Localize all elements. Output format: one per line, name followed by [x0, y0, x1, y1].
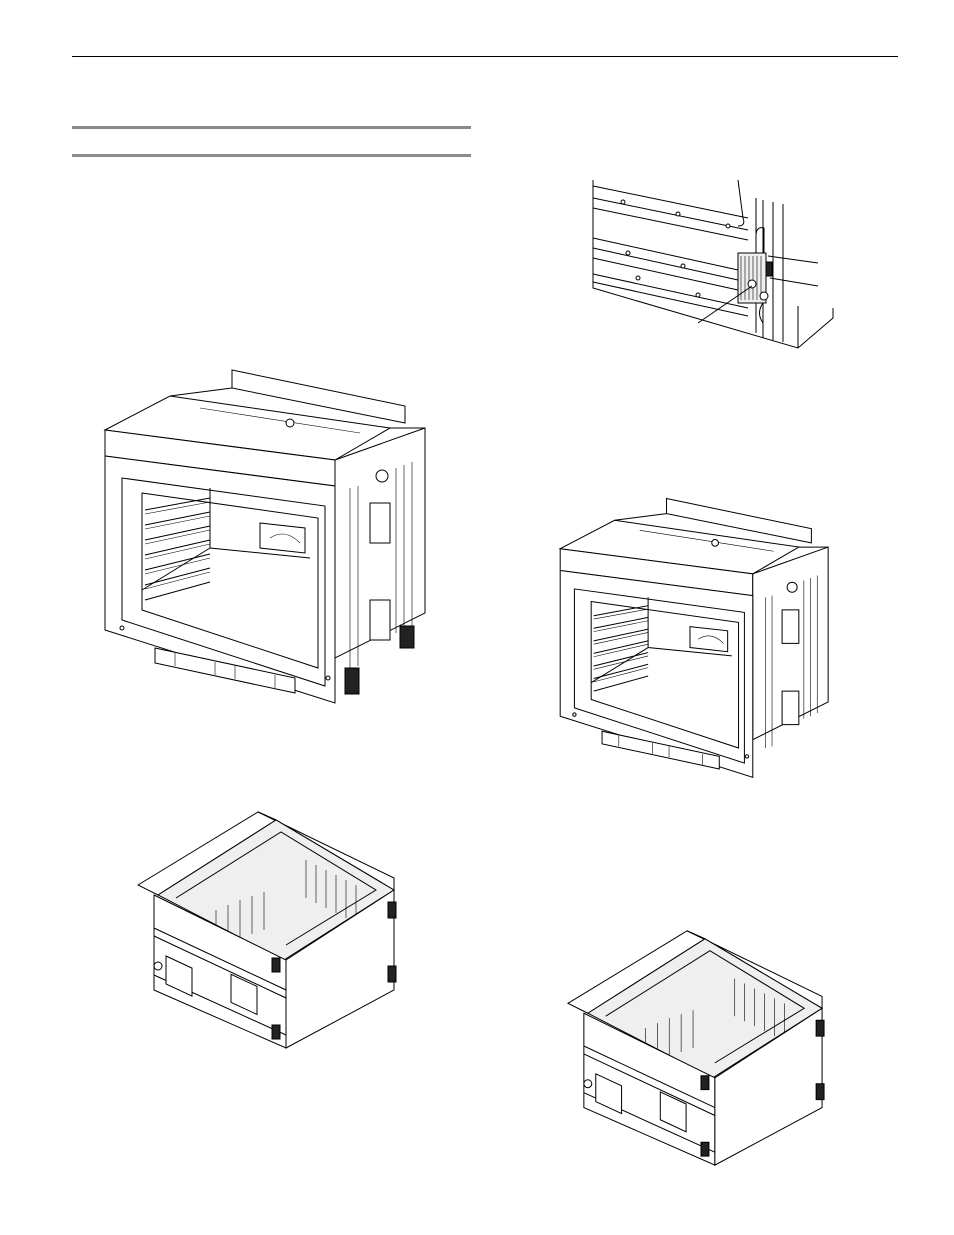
callout-line-2: [770, 278, 818, 286]
header-rule: [72, 56, 898, 57]
section-rule-top: [72, 126, 471, 129]
oven-rear-view-right: [566, 918, 832, 1176]
bracket-detail-figure: [588, 178, 833, 356]
oven-front-view-right: [556, 495, 834, 780]
oven-front-view-left: [100, 368, 432, 704]
callout-line-3: [698, 286, 752, 323]
callout-line-1: [768, 256, 818, 263]
oven-rear-view-left: [136, 810, 404, 1048]
section-rule-bottom: [72, 154, 471, 157]
